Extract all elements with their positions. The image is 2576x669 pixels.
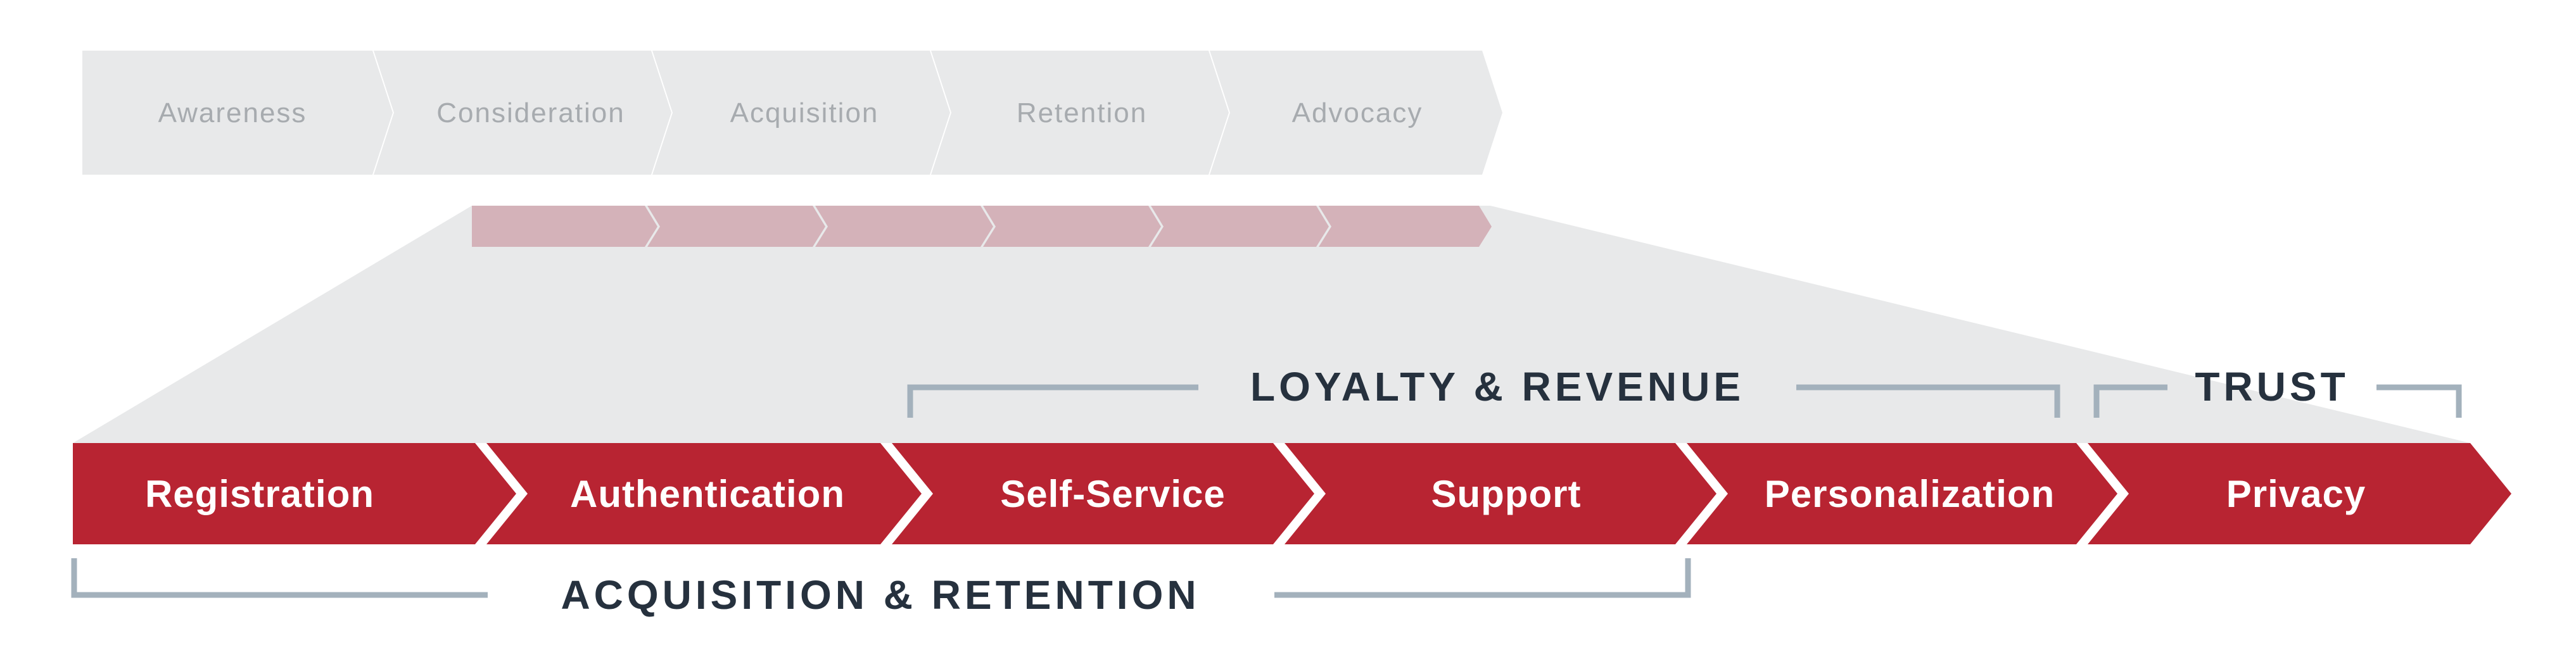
- mini-stage-chevron-1: [472, 206, 657, 247]
- top-stage-chevron: [374, 51, 671, 175]
- step-chevron: [73, 443, 516, 544]
- step-chevron: [1687, 443, 2117, 544]
- acquisition-bracket-left: [71, 558, 488, 598]
- top-stage-row: Awareness Consideration Acquisition Rete…: [82, 51, 1502, 175]
- main-step-row: Registration Authentication Self-Service…: [73, 443, 2511, 544]
- top-stage-chevron: [931, 51, 1229, 175]
- top-stage-chevron: [82, 51, 393, 175]
- step-chevron: [892, 443, 1314, 544]
- top-stage-consideration: Consideration: [374, 51, 671, 175]
- acquisition-bracket-right: [1274, 558, 1691, 598]
- top-stage-label: Advocacy: [1292, 97, 1423, 128]
- top-stage-label: Consideration: [436, 97, 625, 128]
- top-stage-chevron: [1210, 51, 1502, 175]
- top-stage-advocacy: Advocacy: [1210, 51, 1502, 175]
- step-self-service: Self-Service: [892, 443, 1314, 544]
- step-registration: Registration: [73, 443, 516, 544]
- step-label: Authentication: [570, 473, 845, 515]
- top-stage-awareness: Awareness: [82, 51, 393, 175]
- top-stage-acquisition: Acquisition: [652, 51, 950, 175]
- trust-bracket-right: [2376, 384, 2462, 418]
- step-chevron: [1285, 443, 1716, 544]
- top-stage-label: Retention: [1017, 97, 1147, 128]
- mini-stage-chevron-4: [983, 206, 1161, 247]
- loyalty-bracket-left: [907, 384, 1198, 418]
- step-label: Registration: [145, 473, 374, 515]
- top-stage-label: Acquisition: [730, 97, 879, 128]
- upper-group-brackets: LOYALTY & REVENUE TRUST: [907, 364, 2462, 418]
- step-label: Personalization: [1765, 473, 2055, 515]
- trust-bracket-left: [2093, 384, 2167, 418]
- step-personalization: Personalization: [1687, 443, 2117, 544]
- step-label: Privacy: [2226, 473, 2366, 515]
- lower-group-brackets: ACQUISITION & RETENTION: [71, 558, 1691, 618]
- step-label: Self-Service: [1000, 473, 1226, 515]
- loyalty-revenue-label: LOYALTY & REVENUE: [1250, 364, 1744, 410]
- step-support: Support: [1285, 443, 1716, 544]
- mini-stage-chevron-3: [815, 206, 993, 247]
- mini-stage-chevron-2: [647, 206, 825, 247]
- loyalty-bracket-right: [1796, 384, 2060, 418]
- mini-stage-chevron-5: [1151, 206, 1329, 247]
- step-label: Support: [1431, 473, 1582, 515]
- top-stage-retention: Retention: [931, 51, 1229, 175]
- step-privacy: Privacy: [2088, 443, 2511, 544]
- top-stage-chevron: [652, 51, 950, 175]
- acquisition-retention-label: ACQUISITION & RETENTION: [561, 572, 1200, 618]
- trust-label: TRUST: [2195, 364, 2349, 410]
- zoom-funnel-background: [73, 206, 2470, 443]
- top-stage-label: Awareness: [158, 97, 307, 128]
- mini-stage-chevron-6: [1319, 206, 1492, 247]
- mini-stage-row: [472, 206, 1492, 247]
- step-authentication: Authentication: [486, 443, 922, 544]
- step-chevron: [486, 443, 922, 544]
- step-chevron: [2088, 443, 2511, 544]
